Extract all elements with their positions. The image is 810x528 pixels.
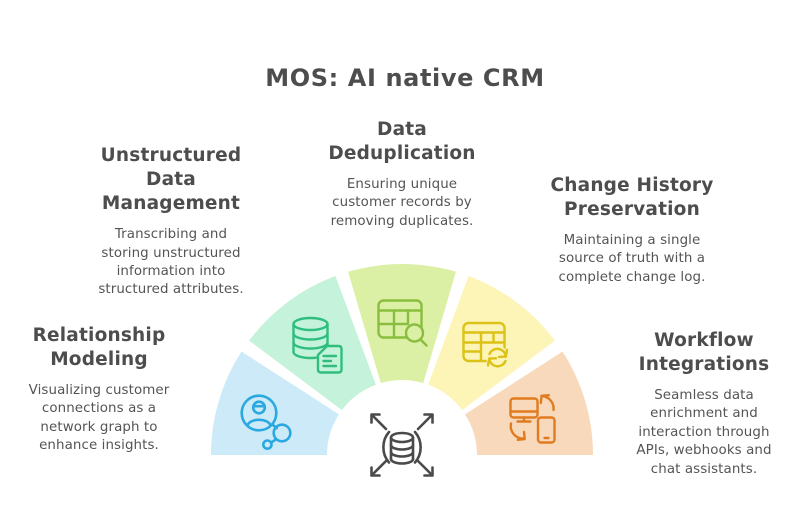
db-sides — [389, 436, 415, 461]
right-paren — [413, 430, 422, 464]
phone — [536, 416, 556, 444]
section-data-deduplication: Data Deduplication Ensuring unique custo… — [302, 118, 502, 231]
section-change-history-preservation: Change History Preservation Maintaining … — [522, 174, 742, 287]
section-relationship-modeling: Relationship Modeling Visualizing custom… — [4, 324, 194, 456]
expand-arrow-top-right — [416, 414, 433, 431]
user-node-circle — [240, 394, 278, 432]
db-bottom — [389, 457, 415, 465]
expand-arrowhead — [423, 466, 434, 477]
expand-arrow-bottom-right — [416, 459, 433, 476]
section-description: Transcribing and storing unstructured in… — [98, 227, 244, 298]
db-band — [292, 341, 329, 350]
transfer-arrowhead — [539, 393, 550, 405]
table-outline — [377, 299, 423, 339]
network-user-icon — [240, 394, 292, 450]
user-shoulders — [246, 418, 272, 427]
expand-arrowhead — [423, 413, 434, 424]
table-search-icon — [377, 299, 428, 347]
database-expand-icon — [370, 413, 434, 477]
document-lines — [322, 354, 338, 368]
transfer-arrowhead — [516, 430, 526, 441]
left-paren — [382, 430, 391, 464]
table-grid-lines — [462, 331, 506, 363]
section-description: Visualizing customer connections as a ne… — [28, 383, 170, 454]
section-heading: Data Deduplication — [328, 119, 476, 165]
table-sync-icon — [462, 321, 509, 369]
section-description: Seamless data enrichment and interaction… — [636, 388, 772, 477]
expand-arrowhead — [370, 413, 381, 424]
graph-node-medium — [272, 423, 292, 443]
section-unstructured-data-management: Unstructured Data Management Transcribin… — [71, 144, 271, 300]
transfer-arrow-up — [540, 394, 555, 412]
devices-sync-icon — [509, 393, 556, 444]
section-workflow-integrations: Workflow Integrations Seamless data enri… — [604, 329, 804, 479]
user-head — [251, 400, 267, 415]
expand-arrow-top-left — [371, 414, 388, 431]
db-band — [292, 332, 329, 341]
document-outline — [316, 344, 343, 374]
table-grid-lines — [377, 309, 410, 339]
db-band — [389, 450, 415, 458]
page-title: MOS: AI native CRM — [265, 64, 545, 92]
transfer-arrow-down — [509, 422, 526, 440]
magnifier-glass — [404, 323, 425, 343]
graph-node-small — [262, 439, 273, 450]
section-heading: Change History Preservation — [550, 175, 714, 221]
section-heading: Relationship Modeling — [32, 325, 166, 371]
database-document-icon — [292, 316, 343, 374]
section-description: Maintaining a single source of truth wit… — [558, 233, 706, 285]
fan-segment-unstructured-data-management — [249, 276, 376, 411]
fan-segment-relationship-modeling — [211, 351, 339, 455]
expand-arrow-bottom-left — [371, 459, 388, 476]
monitor-stand — [516, 416, 532, 423]
db-top — [389, 431, 415, 444]
fan-segment-workflow-integrations — [465, 351, 593, 455]
db-top — [292, 316, 329, 332]
expand-arrowhead — [370, 466, 381, 477]
db-band — [389, 443, 415, 451]
section-description: Ensuring unique customer records by remo… — [330, 177, 474, 229]
section-heading: Unstructured Data Management — [100, 145, 242, 215]
sync-arrowhead — [497, 348, 509, 359]
section-heading: Workflow Integrations — [638, 330, 770, 376]
sync-arrowhead — [486, 357, 498, 367]
monitor — [509, 397, 539, 419]
magnifier-handle — [419, 338, 428, 347]
